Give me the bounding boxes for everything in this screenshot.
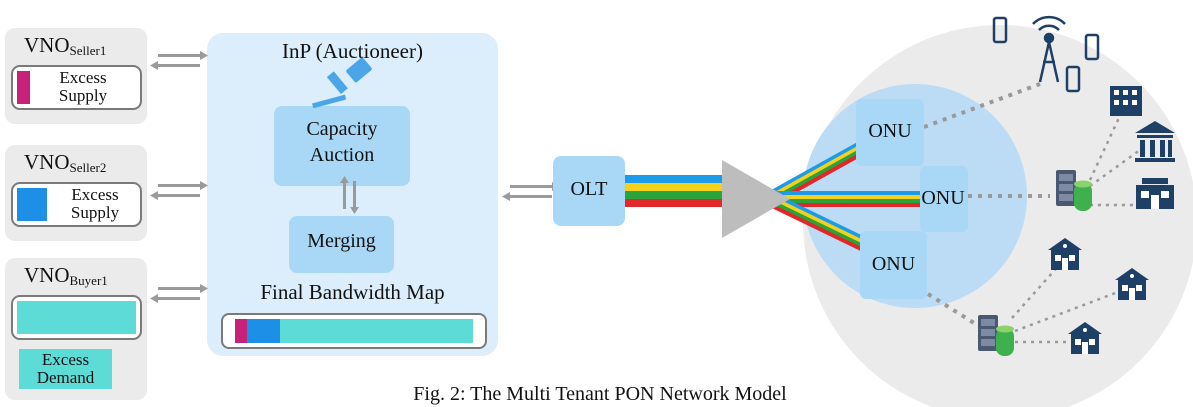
onu-node-2: ONU (920, 166, 968, 232)
fiber-strand (769, 199, 864, 248)
house-icon (1048, 238, 1082, 270)
dotted-links-thin (1011, 104, 1141, 344)
bandwidth-segment (280, 319, 473, 343)
institution-icon (1135, 121, 1175, 162)
bandwidth-segment (235, 319, 247, 343)
house-icons (1048, 238, 1149, 354)
merging-box: Merging (289, 216, 394, 273)
mobile-phone-icon (992, 16, 1100, 93)
dotted-links (923, 82, 1050, 332)
vno-buyer1-demand-bar (11, 295, 142, 340)
vno-buyer1-title: VNOBuyer1 (24, 263, 108, 288)
server-stack-icon (978, 315, 1014, 356)
gavel-icon (312, 57, 372, 109)
house-icon (1068, 322, 1102, 354)
fiber-strand (625, 191, 725, 199)
fiber-strand (769, 146, 859, 199)
fiber-strand (769, 195, 864, 244)
vno-seller2-title: VNOSeller2 (24, 150, 107, 175)
vno-seller1-title: VNOSeller1 (24, 33, 107, 58)
fiber-strand (769, 142, 859, 195)
house-icon (1115, 268, 1149, 300)
server-stack-icon (1056, 170, 1092, 211)
bandwidth-segment (246, 319, 281, 343)
fiber-trunk (625, 175, 725, 207)
fiber-strand (625, 175, 725, 183)
onu-node-1: ONU (856, 99, 924, 166)
seller1-supply-fill (17, 71, 30, 104)
shop-icon (1136, 178, 1174, 209)
cell-tower-icon (1032, 15, 1066, 83)
splitter-icon (722, 160, 790, 238)
office-building-icon (1110, 86, 1142, 116)
buyer1-demand-fill (17, 301, 136, 334)
seller2-supply-fill (17, 188, 47, 221)
double-arrow-icon (150, 51, 560, 303)
fiber-strand (769, 203, 864, 252)
inp-title: InP (Auctioneer) (282, 39, 423, 63)
fiber-strand (625, 183, 725, 191)
final-bandwidth-map-bar (221, 313, 487, 349)
figure-caption: Fig. 2: The Multi Tenant PON Network Mod… (413, 383, 787, 405)
olt-node: OLT (553, 156, 625, 226)
fiber-strand (625, 199, 725, 207)
final-bandwidth-map-label: Final Bandwidth Map (260, 280, 445, 304)
onu-node-3: ONU (860, 231, 927, 299)
